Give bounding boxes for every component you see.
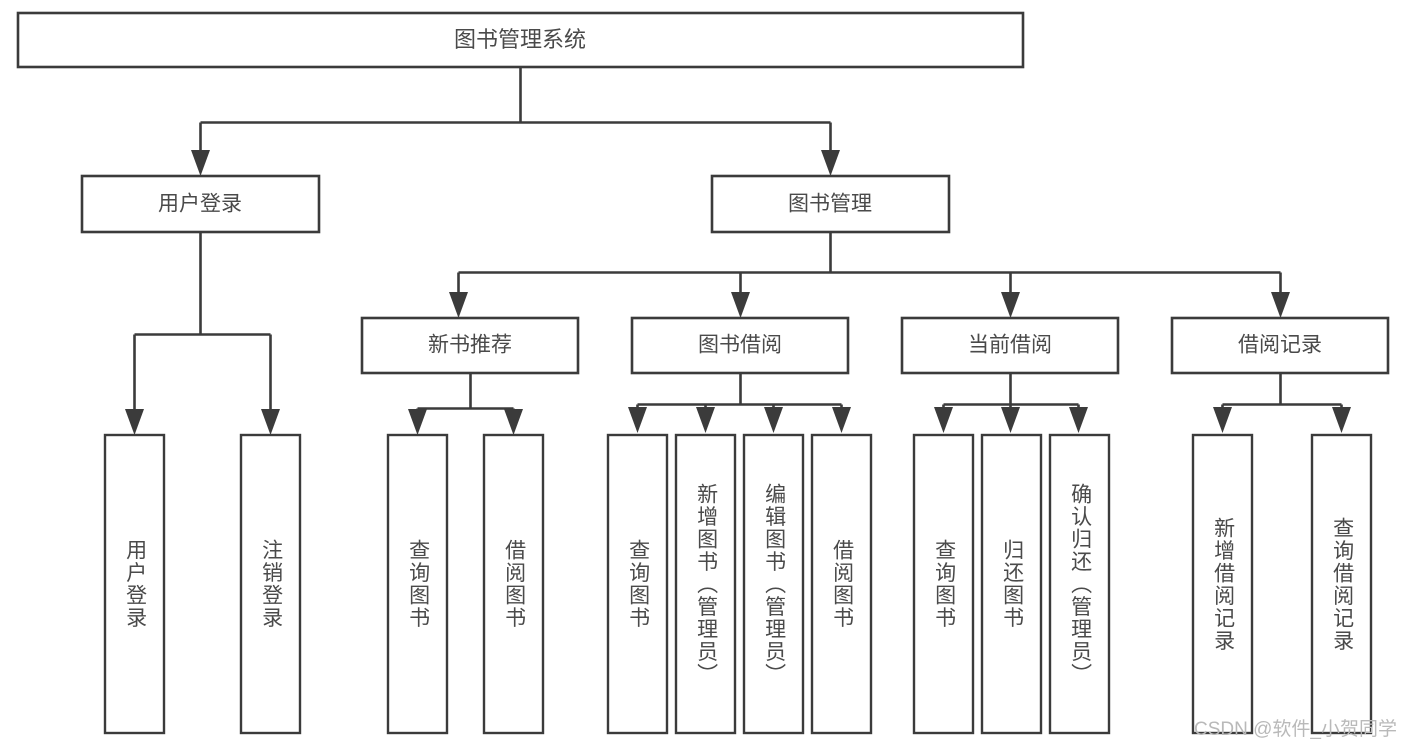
arrow-head-icon [125,409,144,435]
arrow-head-icon [449,292,468,318]
node-current-borrow-box[interactable] [900,316,1120,375]
arrow-head-icon [832,407,851,433]
connector-borrow-record-to-leaves [1213,373,1351,433]
arrow-head-icon [731,292,750,318]
node-borrow-record-box[interactable] [1170,316,1390,375]
node-book-management[interactable]: 图书管理 [710,174,951,234]
node-current-borrow[interactable]: 当前借阅 [900,316,1120,375]
node-book-borrow-label: 图书借阅 [698,334,782,357]
node-user-login-box[interactable] [80,174,321,234]
connector-book-management-to-level3 [449,232,1290,318]
node-book-management-label: 图书管理 [788,193,872,216]
node-leaf-query-book-1-box[interactable] [386,433,449,735]
node-leaf-query-record-box[interactable] [1310,433,1373,735]
arrow-head-icon [1001,407,1020,433]
node-user-login-label: 用户登录 [158,193,242,216]
node-root-label: 图书管理系统 [454,27,586,52]
node-book-borrow[interactable]: 图书借阅 [630,316,850,375]
node-leaf-user-login-box[interactable] [103,433,166,735]
arrow-head-icon [1001,292,1020,318]
arrow-head-icon [504,409,523,435]
node-book-management-box[interactable] [710,174,951,234]
node-leaf-add-record-box[interactable] [1191,433,1254,735]
node-borrow-record-label: 借阅记录 [1238,334,1322,357]
node-leaf-return-book-box[interactable] [980,433,1043,735]
arrow-head-icon [1069,407,1088,433]
node-user-login[interactable]: 用户登录 [80,174,321,234]
arrow-head-icon [408,409,427,435]
node-leaf-add-book-box[interactable] [674,433,737,735]
arrow-head-icon [764,407,783,433]
node-leaf-borrow-book-2-box[interactable] [810,433,873,735]
connector-root-to-level2 [191,67,840,176]
arrow-head-icon [1271,292,1290,318]
arrow-head-icon [821,150,840,176]
node-root[interactable]: 图书管理系统 [16,11,1025,69]
node-current-borrow-label: 当前借阅 [968,334,1052,357]
node-new-book-recommend-box[interactable] [360,316,580,375]
node-leaf-query-book-3-box[interactable] [912,433,975,735]
connector-current-borrow-to-leaves [934,373,1088,433]
connector-user-login-to-leaves [125,232,280,435]
arrow-head-icon [261,409,280,435]
arrow-head-icon [191,150,210,176]
node-borrow-record[interactable]: 借阅记录 [1170,316,1390,375]
node-leaf-user-logout-box[interactable] [239,433,302,735]
arrow-head-icon [696,407,715,433]
arrow-head-icon [628,407,647,433]
node-root-box[interactable] [16,11,1025,69]
node-leaf-query-book-2-box[interactable] [606,433,669,735]
arrow-head-icon [1332,407,1351,433]
node-book-borrow-box[interactable] [630,316,850,375]
node-new-book-recommend[interactable]: 新书推荐 [360,316,580,375]
node-new-book-recommend-label: 新书推荐 [428,334,512,357]
node-leaf-confirm-return-box[interactable] [1048,433,1111,735]
connector-book-borrow-to-leaves [628,373,851,433]
arrow-head-icon [934,407,953,433]
node-leaf-borrow-book-1-box[interactable] [482,433,545,735]
connector-new-book-recommend-to-leaves [408,373,523,435]
arrow-head-icon [1213,407,1232,433]
node-leaf-edit-book-box[interactable] [742,433,805,735]
